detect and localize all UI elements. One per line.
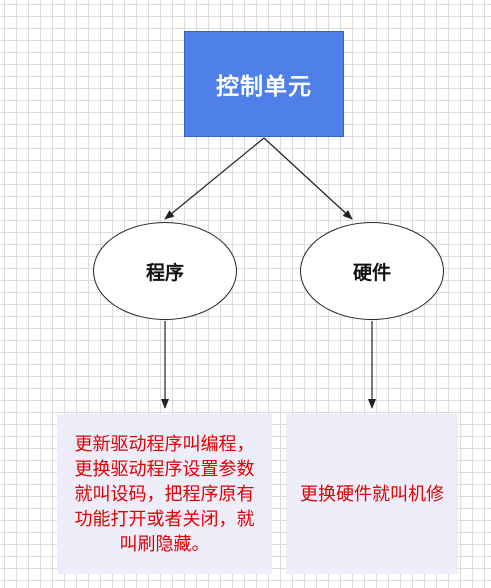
program-note-text: 更新驱动程序叫编程，更换驱动程序设置参数就叫设码，把程序原有功能打开或者关闭，就… [74,433,255,555]
hardware-note-text: 更换硬件就叫机修 [300,483,444,505]
control-unit-node: 控制单元 [184,31,344,137]
edge-control-to-hardware [263,137,353,220]
program-note: 更新驱动程序叫编程，更换驱动程序设置参数就叫设码，把程序原有功能打开或者关闭，就… [57,414,272,574]
program-label: 程序 [145,261,184,284]
hardware-label: 硬件 [352,261,391,284]
control-unit-label: 控制单元 [216,74,312,100]
hardware-node: 硬件 [300,222,444,320]
edge-control-to-program [164,137,265,220]
program-node: 程序 [93,222,237,320]
hardware-note: 更换硬件就叫机修 [286,414,458,574]
